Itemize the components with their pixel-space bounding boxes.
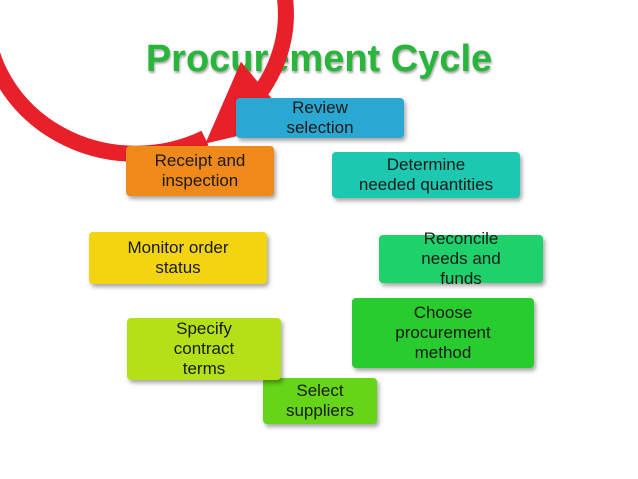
step-select-suppliers: Select suppliers bbox=[263, 378, 377, 424]
step-choose-method: Choose procurement method bbox=[352, 298, 534, 368]
step-label: Monitor order status bbox=[127, 238, 229, 277]
step-specify-terms: Specify contract terms bbox=[127, 318, 281, 380]
step-monitor-order: Monitor order status bbox=[89, 232, 267, 284]
step-review-selection: Review selection bbox=[236, 98, 404, 138]
step-label: Reconcile needs and funds bbox=[421, 229, 501, 288]
step-label: Specify contract terms bbox=[173, 319, 235, 378]
step-label: Choose procurement method bbox=[395, 303, 491, 362]
step-label: Select suppliers bbox=[285, 381, 355, 420]
step-reconcile-needs: Reconcile needs and funds bbox=[379, 229, 543, 288]
step-label: Determine needed quantities bbox=[358, 155, 494, 194]
step-receipt-inspection: Receipt and inspection bbox=[126, 146, 274, 196]
cycle-arrow bbox=[0, 0, 294, 162]
step-determine-quantities: Determine needed quantities bbox=[332, 152, 520, 198]
step-label: Review selection bbox=[286, 98, 354, 137]
diagram-title: Procurement Cycle bbox=[145, 38, 493, 80]
step-label: Receipt and inspection bbox=[154, 151, 246, 190]
